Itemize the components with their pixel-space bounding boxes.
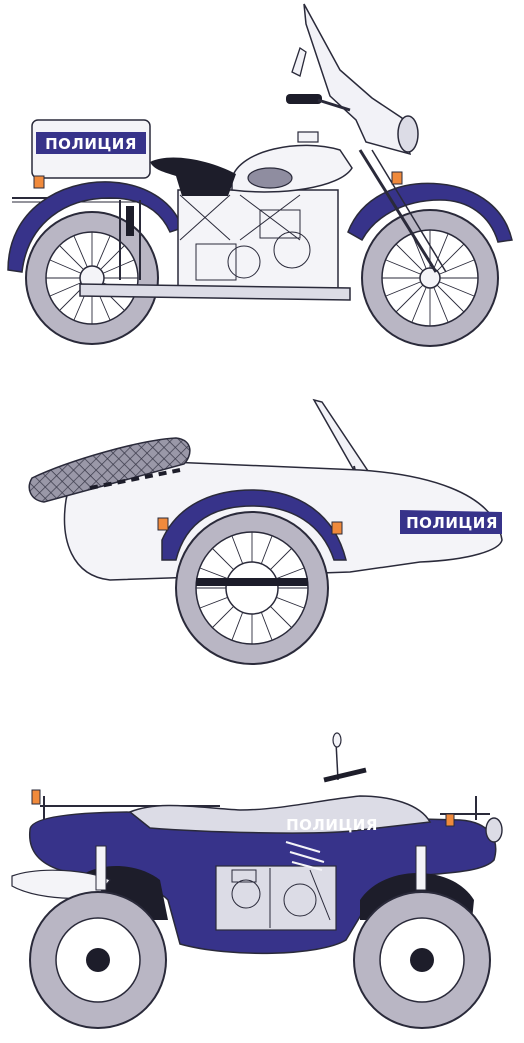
motorcycle-engine [177, 189, 339, 291]
motorcycle-front-signal [391, 171, 403, 185]
police-sidecar: ПОЛИЦИЯ [28, 398, 503, 665]
atv-front-wheel [353, 891, 491, 1029]
motorcycle-rear-signal [33, 175, 45, 189]
motorcycle-front-wheel [361, 209, 499, 347]
atv-rear-wheel [29, 891, 167, 1029]
atv-front-signal [445, 813, 455, 827]
atv-engine [215, 865, 337, 931]
motorcycle-mirror [291, 46, 307, 77]
sidecar-stripe [400, 510, 502, 534]
sidecar-seat [28, 437, 191, 503]
motorcycle-rear-wheel [25, 211, 159, 345]
sidecar-front-signal [331, 521, 343, 535]
sidecar-fender [161, 489, 347, 561]
atv-police-label: ПОЛИЦИЯ [286, 816, 378, 834]
police-motorcycle: ПОЛИЦИЯ [7, 3, 513, 347]
police-atv: ПОЛИЦИЯ [11, 732, 503, 1029]
motorcycle-side-case: ПОЛИЦИЯ [31, 119, 151, 179]
motorcycle-handlebar-grip [286, 94, 322, 104]
atv-headlight [485, 817, 503, 843]
motorcycle-seat [150, 157, 236, 196]
motorcycle-police-label: ПОЛИЦИЯ [45, 135, 137, 153]
motorcycle-fuel-tank [231, 144, 353, 193]
sidecar-rear-signal [157, 517, 169, 531]
motorcycle-windshield [303, 3, 412, 156]
motorcycle-headlight [397, 115, 419, 153]
sidecar-wheel [175, 511, 329, 665]
sidecar-police-label: ПОЛИЦИЯ [406, 514, 498, 532]
atv-rear-signal [31, 789, 41, 805]
atv-seat [128, 795, 432, 834]
